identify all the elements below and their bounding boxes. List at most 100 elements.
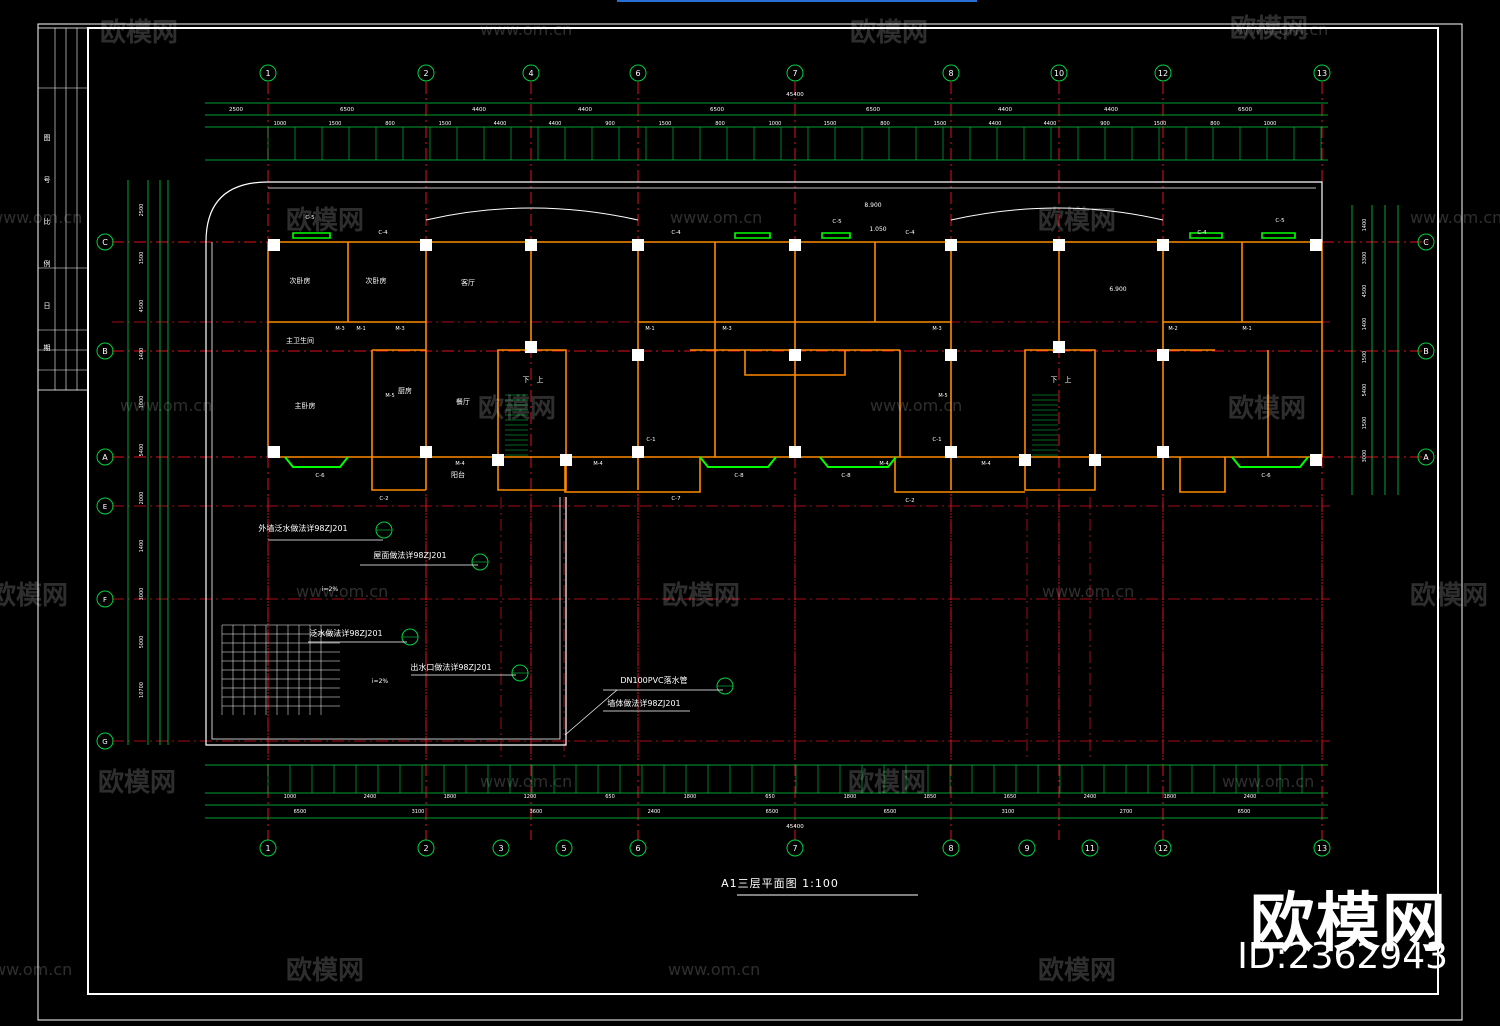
watermark-url: www.om.cn	[1222, 772, 1315, 791]
wall	[497, 349, 567, 491]
dim-text-top-row1: 6500	[866, 107, 880, 113]
dim-text-left: 4500	[139, 300, 145, 313]
side-table-text: 比	[44, 217, 51, 226]
wall	[744, 350, 846, 376]
window-label: C-7	[671, 496, 681, 502]
side-table	[37, 27, 89, 391]
dim-text-top-row1: 6500	[710, 107, 724, 113]
dim-text-bottom-row2: 6500	[294, 809, 307, 815]
watermark-brand: 欧模网	[1250, 887, 1448, 961]
side-table-text: 图	[44, 134, 51, 142]
window	[1261, 232, 1296, 239]
wall	[1024, 349, 1096, 491]
window-label: C-4	[1197, 230, 1207, 236]
dim-text-bottom-row1: 1850	[924, 794, 937, 800]
dim-text-top-row2: 4400	[494, 121, 507, 127]
window-label: C-5	[1275, 218, 1285, 224]
watermark-url: www.om.cn	[0, 960, 73, 979]
axis-bubble-top	[1154, 64, 1172, 82]
dim-text-top-row2: 1500	[439, 121, 452, 127]
annotation-note: i=2%	[372, 678, 389, 685]
axis-label-right: B	[1423, 347, 1429, 356]
dim-text-bottom-row1: 2400	[364, 794, 377, 800]
dim-text-top-row1: 6500	[340, 107, 354, 113]
side-table-text: 号	[44, 176, 51, 184]
room-label: 主卫生间	[286, 336, 314, 345]
axis-label-left: A	[102, 453, 108, 462]
dim-text-top-row1: 2500	[229, 107, 243, 113]
axis-label-left: C	[102, 238, 108, 247]
dim-text-right: 1500	[1362, 417, 1368, 430]
annotation-note: 6.900	[1109, 286, 1126, 293]
wall	[371, 350, 426, 491]
dim-text-top-row2: 4400	[549, 121, 562, 127]
window-label: C-8	[841, 473, 851, 479]
watermark-tile: 欧模网	[100, 18, 179, 48]
watermark-url: www.om.cn	[296, 582, 389, 601]
annotation-note: 墙体做法详98ZJ201	[607, 698, 680, 708]
dim-text-bottom-row2: 6500	[766, 809, 779, 815]
viewer-top-accent	[617, 0, 977, 2]
dim-text-top-row2: 4400	[1044, 121, 1057, 127]
column	[420, 239, 432, 251]
axis-bubble-bottom	[1018, 839, 1036, 857]
axis-label-top: 4	[528, 69, 533, 78]
window-label: C-4	[378, 230, 388, 236]
dim-text-top-row2: 800	[880, 121, 890, 127]
column	[1157, 446, 1169, 458]
axis-bubble-bottom	[1154, 839, 1172, 857]
axis-bubble-left-lower	[96, 590, 114, 608]
door-label: M-3	[335, 326, 344, 332]
window-label: C-1	[646, 437, 655, 443]
window-label: C-1	[932, 437, 941, 443]
axis-label-top: 1	[265, 69, 270, 78]
dim-text-top-row2: 1000	[274, 121, 287, 127]
window-label: C-6	[1261, 473, 1271, 479]
watermark-tile: 欧模网	[286, 206, 365, 236]
axis-bubble-bottom	[492, 839, 510, 857]
axis-bubble-top	[1313, 64, 1331, 82]
door-label: M-5	[938, 393, 947, 399]
wall	[894, 457, 1025, 493]
dim-text-left: 5400	[139, 444, 145, 457]
column	[1310, 239, 1322, 251]
axis-label-top: 8	[948, 69, 953, 78]
axis-bubble-right	[1417, 233, 1435, 251]
dim-text-right: 4500	[1362, 285, 1368, 298]
watermark-url: www.om.cn	[1236, 20, 1329, 39]
dim-text-left: 5000	[139, 636, 145, 649]
column	[789, 239, 801, 251]
window	[821, 232, 851, 239]
wall-outline	[205, 181, 1323, 746]
watermark-url: www.om.cn	[480, 772, 573, 791]
room-label: 上	[1065, 375, 1072, 384]
column	[1053, 239, 1065, 251]
watermark-tile: 欧模网	[850, 18, 929, 48]
side-table-text: 期	[44, 344, 51, 352]
axis-label-top: 12	[1158, 69, 1168, 78]
dim-text-top-row2: 1500	[659, 121, 672, 127]
terrace-edge-inner	[211, 242, 561, 740]
watermark-tile: 欧模网	[478, 394, 557, 424]
dim-text-bottom-row1: 1800	[684, 794, 697, 800]
door-label: M-3	[395, 326, 404, 332]
watermark-tile: 欧模网	[98, 768, 177, 798]
column	[945, 349, 957, 361]
dim-text-top-row2: 1500	[934, 121, 947, 127]
axis-bubble-bottom	[555, 839, 573, 857]
window	[1189, 232, 1223, 239]
annotation-note: 8.900	[864, 202, 881, 209]
dim-text-bottom-row2: 2700	[1120, 809, 1133, 815]
dim-text-bottom-row1: 1800	[844, 794, 857, 800]
axis-label-left-lower: F	[103, 596, 107, 604]
column	[492, 454, 504, 466]
axis-label-top: 7	[792, 69, 797, 78]
axis-label-bottom: 11	[1085, 844, 1095, 853]
axis-label-top: 10	[1054, 69, 1064, 78]
column	[789, 349, 801, 361]
column	[632, 349, 644, 361]
axis-label-top: 13	[1317, 69, 1327, 78]
column	[632, 239, 644, 251]
wall	[1179, 457, 1226, 493]
